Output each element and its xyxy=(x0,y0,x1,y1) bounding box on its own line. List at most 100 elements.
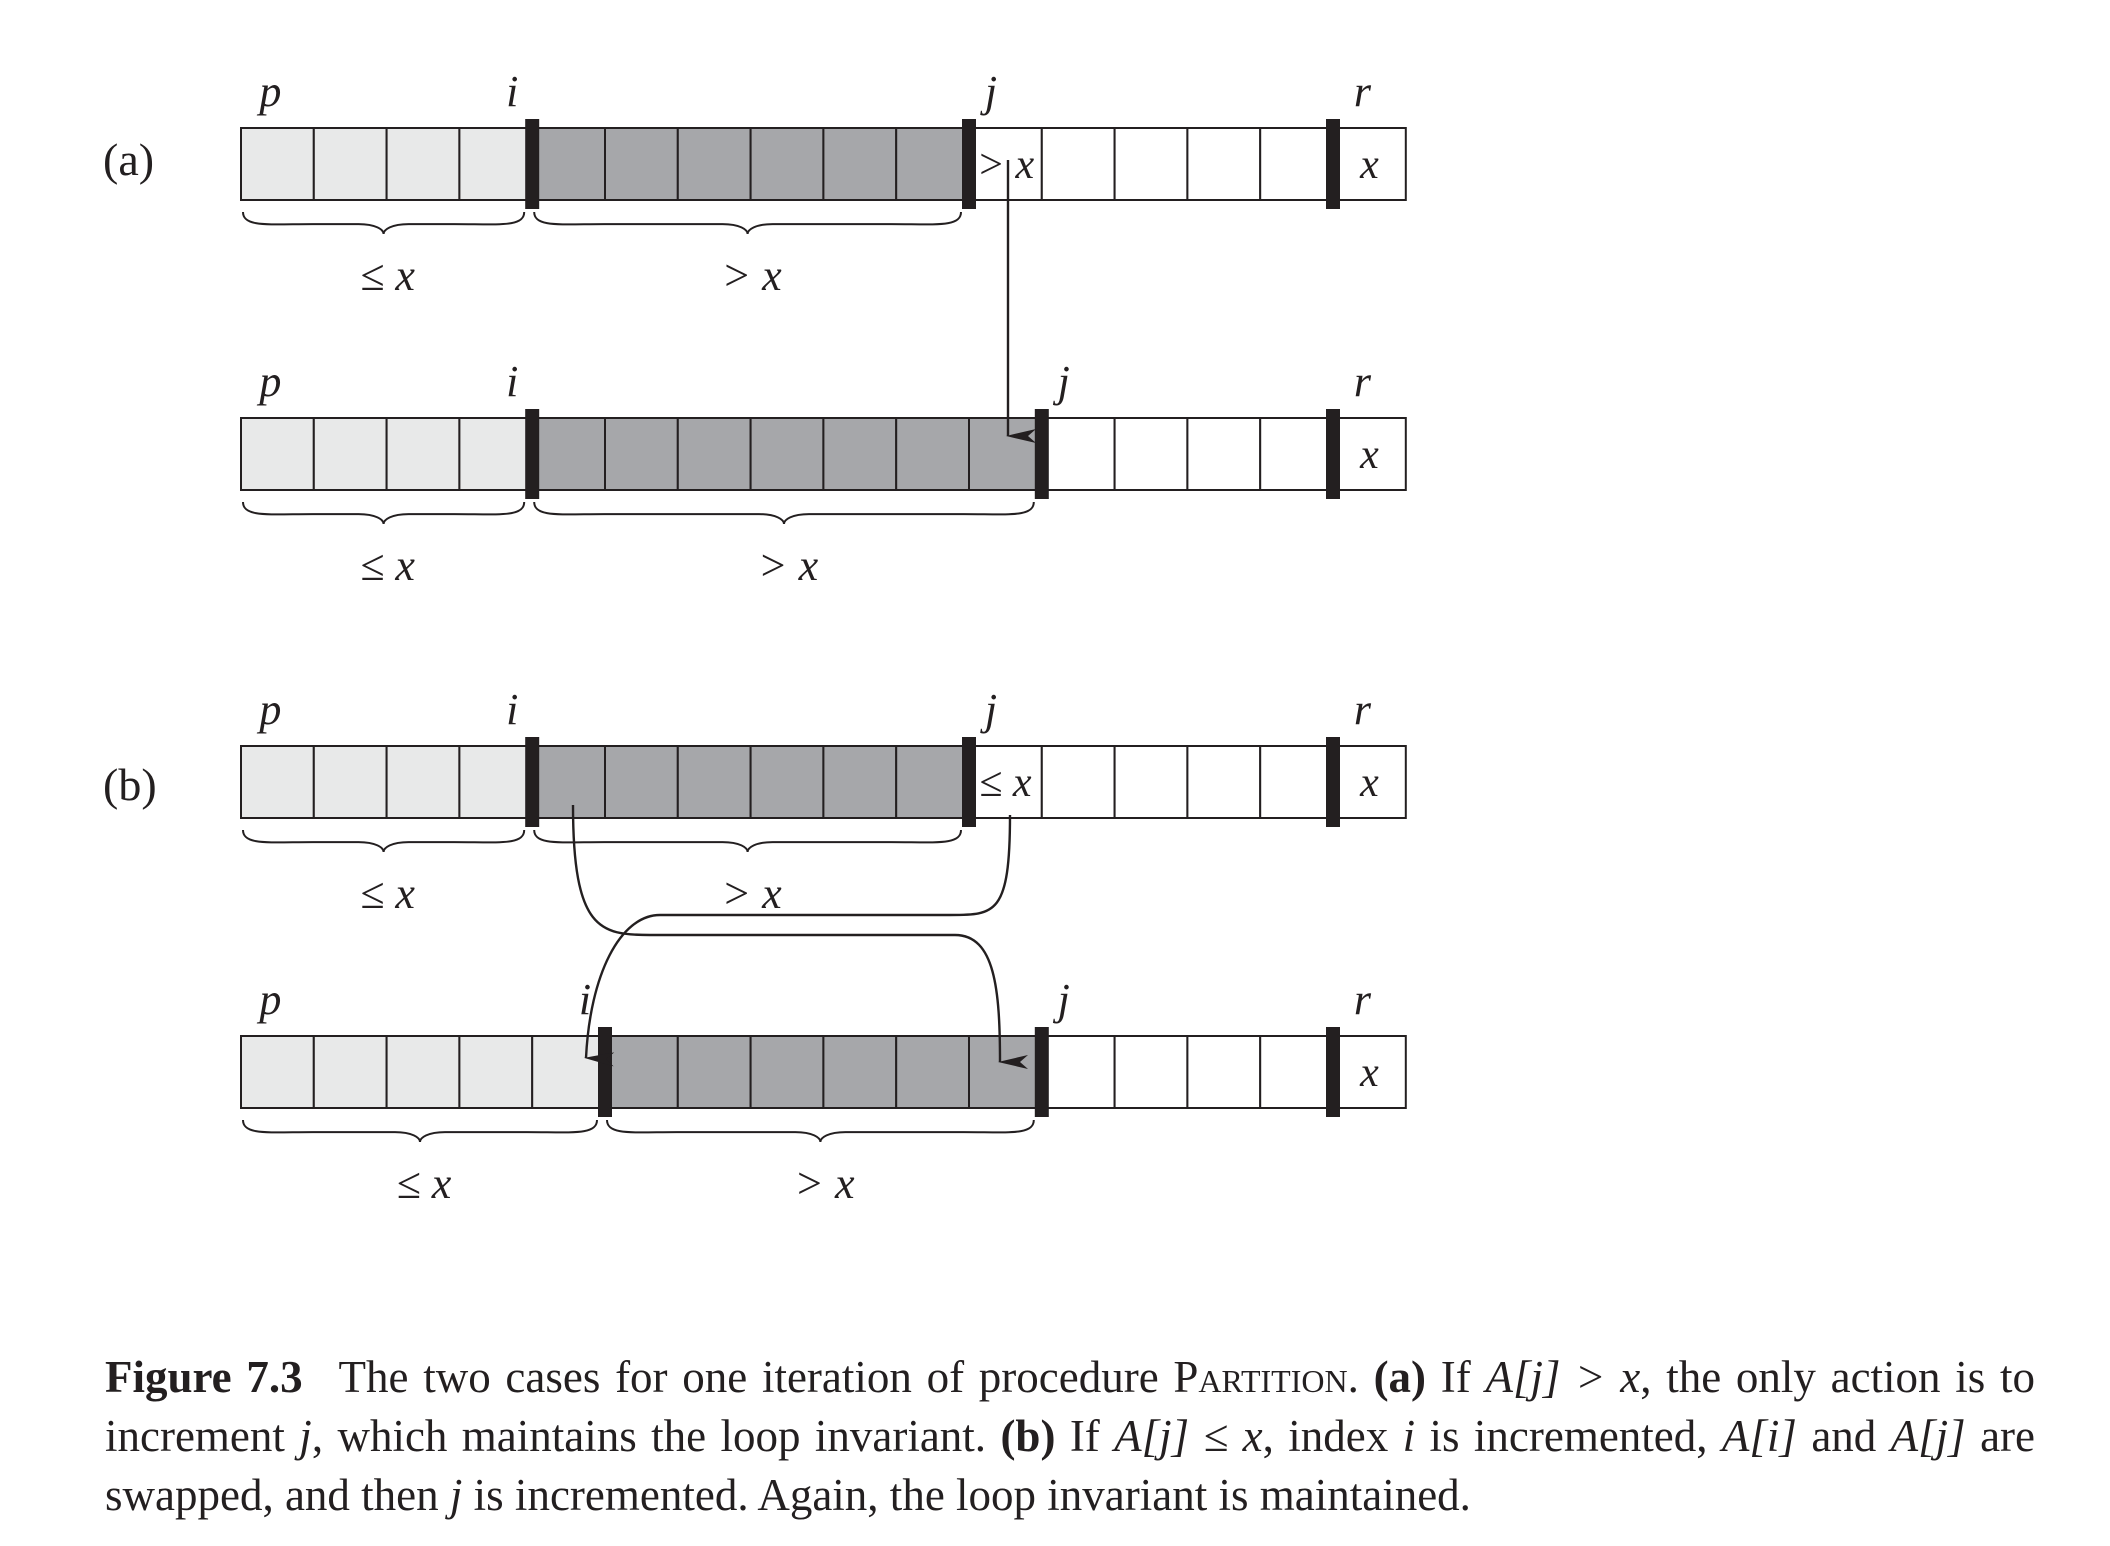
array-cell xyxy=(312,127,388,201)
index-label-r: r xyxy=(1354,357,1372,406)
case-a-label: (a) xyxy=(1373,1352,1427,1402)
expr-aj: A[j] xyxy=(1890,1411,1966,1461)
array-cell xyxy=(676,1035,752,1109)
pivot-x-label: x xyxy=(1359,432,1379,478)
partition-divider xyxy=(962,119,976,209)
pivot-x-label: x xyxy=(1359,142,1379,188)
array-cell xyxy=(1186,417,1262,491)
partition-divider xyxy=(1326,409,1340,499)
partition-divider xyxy=(1326,737,1340,827)
caption-text-8: is incremented, xyxy=(1415,1411,1722,1461)
index-label-p: p xyxy=(256,975,281,1024)
array-cell xyxy=(749,417,825,491)
array-cell xyxy=(1259,417,1334,491)
array-cell xyxy=(458,1035,534,1109)
array-cell xyxy=(968,1035,1043,1109)
array-cell xyxy=(1332,417,1407,491)
array-cell xyxy=(676,417,752,491)
cell-value-label: > x xyxy=(977,142,1035,188)
array-cell xyxy=(604,417,679,491)
brace-label-le-x: ≤ x xyxy=(397,1159,452,1208)
array-cell xyxy=(676,745,752,819)
array-cell xyxy=(1040,1035,1116,1109)
caption-text-9: and xyxy=(1796,1411,1891,1461)
brace-gt-x xyxy=(533,501,1035,525)
index-label-r: r xyxy=(1354,67,1372,116)
array-cell xyxy=(676,127,752,201)
index-label-i: i xyxy=(506,357,518,406)
array-cell xyxy=(240,127,315,201)
array-cell xyxy=(385,127,461,201)
array-cell xyxy=(1040,745,1116,819)
array-cell xyxy=(1186,1035,1262,1109)
index-label-p: p xyxy=(256,67,281,116)
array-cell xyxy=(749,127,825,201)
index-label-j: j xyxy=(1053,357,1070,406)
var-j-2: j xyxy=(449,1470,463,1520)
array-cell xyxy=(531,1035,607,1109)
array-cell xyxy=(1040,127,1116,201)
array-cell xyxy=(895,1035,971,1109)
array-cell xyxy=(1259,1035,1334,1109)
cell-value-label: ≤ x xyxy=(979,760,1032,806)
array-cell xyxy=(604,1035,679,1109)
array-cell xyxy=(531,417,607,491)
caption-text-5: , which maintains the loop invariant. xyxy=(311,1411,1001,1461)
caption-text-7: , index xyxy=(1262,1411,1403,1461)
expr-aj-gt-x: A[j] > x xyxy=(1485,1352,1641,1402)
array-cell xyxy=(895,417,971,491)
array-cell xyxy=(822,127,898,201)
case-b-label: (b) xyxy=(1000,1411,1056,1461)
array-cell xyxy=(385,745,461,819)
figure-number: Figure 7.3 xyxy=(105,1352,303,1402)
array-cell xyxy=(1113,745,1189,819)
brace-gt-x xyxy=(533,211,962,235)
pivot-x-label: x xyxy=(1359,760,1379,806)
part-label-a: (a) xyxy=(103,134,154,185)
index-label-i: i xyxy=(506,67,518,116)
arrow-swap-to-i xyxy=(584,814,1012,1067)
brace-label-le-x: ≤ x xyxy=(360,869,415,918)
brace-label-le-x: ≤ x xyxy=(360,251,415,300)
var-i: i xyxy=(1402,1411,1416,1461)
procedure-name: Partition xyxy=(1173,1352,1348,1402)
array-cell xyxy=(1113,417,1189,491)
array-cell xyxy=(312,1035,388,1109)
array-cell xyxy=(968,417,1043,491)
index-label-j: j xyxy=(980,685,997,734)
array-cell xyxy=(1040,417,1116,491)
array-cell xyxy=(749,1035,825,1109)
array-cell xyxy=(240,745,315,819)
brace-gt-x xyxy=(606,1119,1035,1143)
partition-divider xyxy=(1326,1027,1340,1117)
index-label-p: p xyxy=(256,685,281,734)
array-cell xyxy=(1259,745,1334,819)
array-cell xyxy=(385,1035,461,1109)
array-cell xyxy=(312,417,388,491)
caption-text-11: is incremented. Again, the loop invarian… xyxy=(462,1470,1471,1520)
caption-text-3: If xyxy=(1426,1352,1486,1402)
brace-label-le-x: ≤ x xyxy=(360,541,415,590)
expr-ai: A[i] xyxy=(1721,1411,1797,1461)
array-cell xyxy=(240,417,315,491)
partition-divider xyxy=(1034,1027,1049,1117)
brace-le-x xyxy=(242,829,526,853)
arrows xyxy=(571,160,1036,1069)
brace-label-gt-x: > x xyxy=(721,251,782,300)
array-cell xyxy=(604,745,679,819)
array-cell xyxy=(1186,127,1262,201)
partition-divider xyxy=(962,737,976,827)
brace-label-gt-x: > x xyxy=(794,1159,855,1208)
arrow-swap-to-j xyxy=(571,804,1029,1069)
brace-le-x xyxy=(242,211,526,235)
array-cell xyxy=(1113,127,1189,201)
array-cell xyxy=(240,1035,315,1109)
array-cell xyxy=(895,127,971,201)
partition-divider xyxy=(598,1027,612,1117)
brace-label-gt-x: > x xyxy=(758,541,819,590)
array-cell xyxy=(1259,127,1334,201)
caption-text-10: are swapped, and then xyxy=(105,1411,2035,1520)
array-cell xyxy=(312,745,388,819)
